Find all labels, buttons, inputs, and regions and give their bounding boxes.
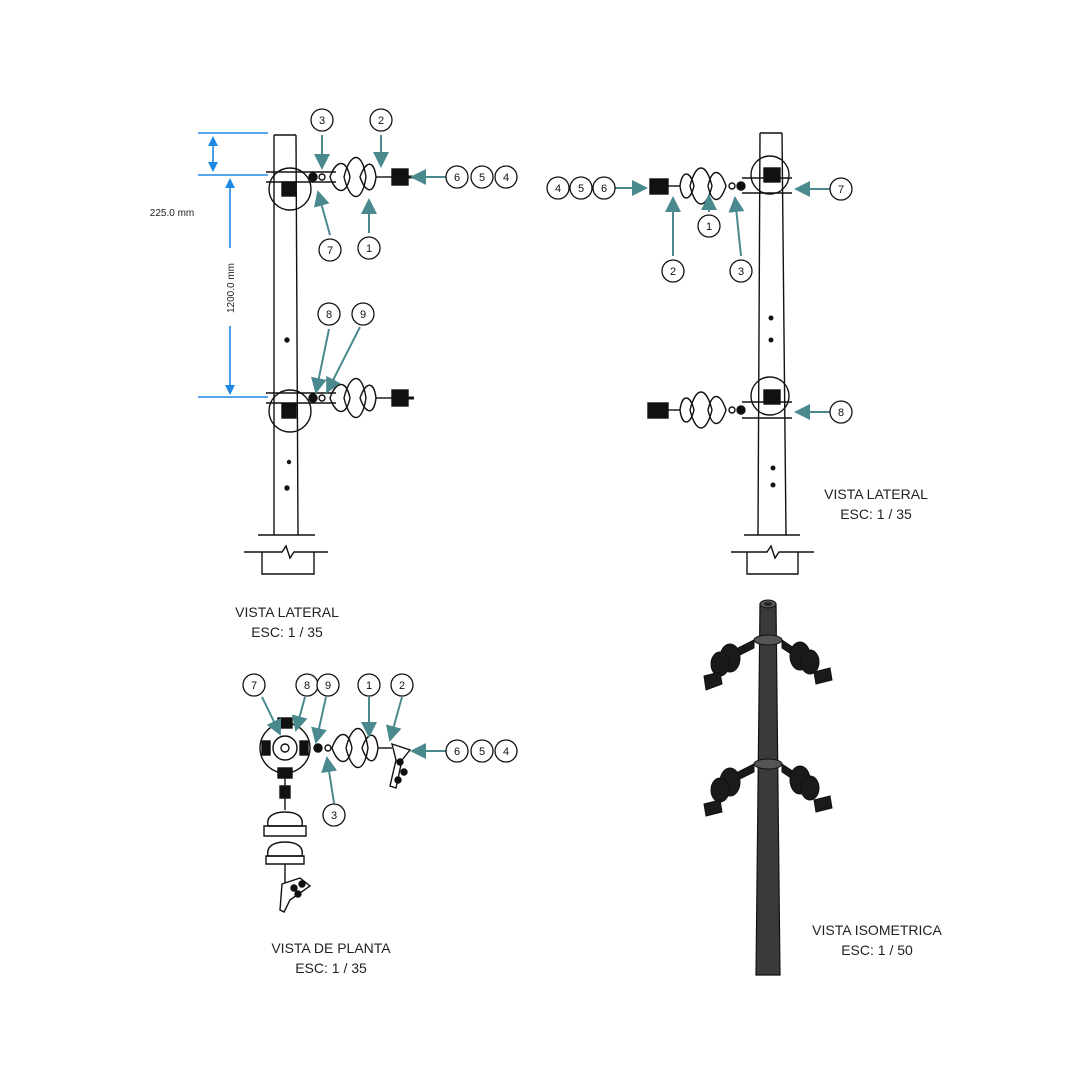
callout-right-1: 1 <box>697 214 721 238</box>
leaders-right <box>614 180 830 420</box>
callout-number: 8 <box>304 680 310 692</box>
callout-right-2: 2 <box>661 259 685 283</box>
dimension-1200: 1200.0 mm <box>226 263 237 313</box>
plan-insulator-horizontal <box>313 727 412 789</box>
iso-lower-crossarm <box>703 758 833 817</box>
upper-insulator-assembly-right <box>649 155 792 205</box>
lower-insulator-assembly-left <box>266 377 414 433</box>
caption-title: VISTA DE PLANTA <box>271 940 391 956</box>
callout-number: 7 <box>327 245 333 257</box>
plan-view <box>259 717 412 913</box>
callout-right-7: 7 <box>829 177 853 201</box>
lateral-view-right <box>647 132 814 575</box>
callout-plan-5: 5 <box>470 739 494 763</box>
callout-number: 7 <box>838 184 844 196</box>
callout-number: 4 <box>555 183 561 195</box>
caption-plan: VISTA DE PLANTA ESC: 1 / 35 <box>231 938 431 978</box>
leaders-left <box>310 135 446 394</box>
callout-number: 8 <box>838 407 844 419</box>
caption-isometric: VISTA ISOMETRICA ESC: 1 / 50 <box>777 920 977 960</box>
callout-plan-8: 8 <box>295 673 319 697</box>
callout-number: 8 <box>326 309 332 321</box>
callout-number: 6 <box>454 746 460 758</box>
caption-scale: ESC: 1 / 35 <box>295 960 367 976</box>
callout-number: 4 <box>503 746 509 758</box>
pole-right <box>731 132 814 575</box>
iso-upper-crossarm <box>703 634 833 691</box>
callout-plan-9: 9 <box>316 673 340 697</box>
caption-scale: ESC: 1 / 35 <box>840 506 912 522</box>
callout-plan-4: 4 <box>494 739 518 763</box>
callout-right-3: 3 <box>729 259 753 283</box>
plan-pole-top <box>259 717 311 779</box>
callout-number: 1 <box>706 221 712 233</box>
pole-left <box>244 134 328 575</box>
callout-left-3: 3 <box>310 108 334 132</box>
caption-lateral-left: VISTA LATERAL ESC: 1 / 35 <box>187 602 387 642</box>
caption-lateral-right: VISTA LATERAL ESC: 1 / 35 <box>776 484 976 524</box>
callout-number: 2 <box>670 266 676 278</box>
callout-number: 4 <box>503 172 509 184</box>
dimension-lines <box>198 132 268 398</box>
callout-left-7: 7 <box>318 238 342 262</box>
caption-title: VISTA ISOMETRICA <box>812 922 942 938</box>
caption-title: VISTA LATERAL <box>235 604 339 620</box>
callout-number: 9 <box>360 309 366 321</box>
callout-number: 2 <box>378 115 384 127</box>
callout-number: 1 <box>366 680 372 692</box>
caption-scale: ESC: 1 / 35 <box>251 624 323 640</box>
lateral-view-left <box>244 134 414 575</box>
callout-number: 5 <box>479 172 485 184</box>
callout-plan-1: 1 <box>357 673 381 697</box>
callout-left-4: 4 <box>494 165 518 189</box>
isometric-view <box>703 599 833 976</box>
callout-plan-6: 6 <box>445 739 469 763</box>
caption-scale: ESC: 1 / 50 <box>841 942 913 958</box>
callout-plan-7: 7 <box>242 673 266 697</box>
callout-right-8: 8 <box>829 400 853 424</box>
callout-left-1: 1 <box>357 236 381 260</box>
callout-right-4: 4 <box>546 176 570 200</box>
upper-insulator-assembly-left <box>266 156 414 211</box>
lower-insulator-assembly-right <box>647 376 792 429</box>
callout-right-5: 5 <box>569 176 593 200</box>
dimension-225: 225.0 mm <box>150 208 194 219</box>
callout-plan-3: 3 <box>322 803 346 827</box>
callout-left-2: 2 <box>369 108 393 132</box>
leaders-plan <box>261 696 446 804</box>
callout-number: 6 <box>601 183 607 195</box>
callout-number: 7 <box>251 680 257 692</box>
callout-number: 5 <box>578 183 584 195</box>
callout-plan-2: 2 <box>390 673 414 697</box>
callout-number: 3 <box>738 266 744 278</box>
plan-insulator-vertical <box>263 778 312 913</box>
callout-number: 9 <box>325 680 331 692</box>
callout-left-9: 9 <box>351 302 375 326</box>
callout-number: 2 <box>399 680 405 692</box>
callout-number: 3 <box>331 810 337 822</box>
caption-title: VISTA LATERAL <box>824 486 928 502</box>
callout-left-6: 6 <box>445 165 469 189</box>
callout-number: 6 <box>454 172 460 184</box>
callout-left-5: 5 <box>470 165 494 189</box>
callout-number: 5 <box>479 746 485 758</box>
callout-right-6: 6 <box>592 176 616 200</box>
callout-number: 1 <box>366 243 372 255</box>
callout-left-8: 8 <box>317 302 341 326</box>
callout-number: 3 <box>319 115 325 127</box>
callout-bubbles: 3 2 6 5 4 7 1 8 9 4 5 6 1 2 3 7 8 7 8 9 1 2 6 5 4 3 <box>242 108 853 827</box>
